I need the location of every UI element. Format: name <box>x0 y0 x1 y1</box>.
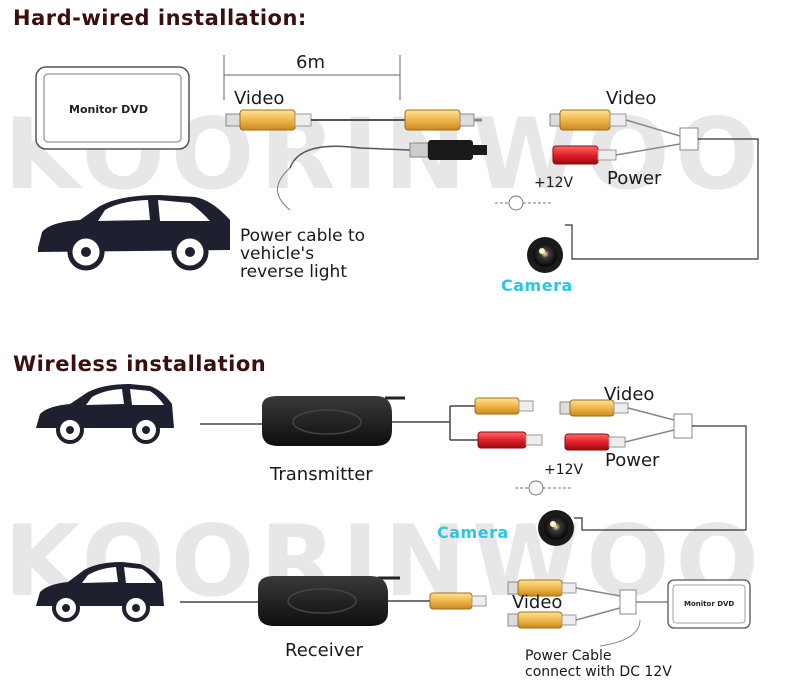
ground-symbol-wireless <box>515 480 572 496</box>
video-label-wireless-top: Video <box>604 384 655 405</box>
rca-connector-video-extension <box>404 109 482 131</box>
power-plug-black <box>289 140 487 169</box>
power-cable-note-line-3: reverse light <box>240 262 347 282</box>
camera-label-wireless: Camera <box>437 523 509 542</box>
rca-connector-video-monitor-wireless <box>507 579 621 629</box>
car-icon-top <box>38 195 230 271</box>
power-cable-note-line-1: Power cable to <box>240 226 366 246</box>
transmitter-label: Transmitter <box>270 464 373 485</box>
power-cable-dc-line-1: Power Cable <box>525 648 612 664</box>
cable-length-label: 6m <box>296 52 325 73</box>
power-connector-red <box>552 143 681 165</box>
power-label-wireless: Power <box>605 450 660 471</box>
power-cable-dc-line-2: connect with DC 12V <box>525 664 672 680</box>
cable-length-dimension <box>223 55 401 100</box>
receiver-module <box>180 576 487 626</box>
video-label-camera-side: Video <box>606 88 657 109</box>
car-icon-wireless-1 <box>36 384 174 444</box>
power-cable-note-line-2: vehicle's <box>240 244 315 264</box>
power-label-top: Power <box>607 168 662 189</box>
wireless-heading: Wireless installation <box>13 352 267 376</box>
cable-junction-top <box>679 127 699 151</box>
camera-wire-wireless <box>574 425 747 531</box>
car-icon-wireless-2 <box>36 562 164 622</box>
monitor-dvd-wireless <box>667 579 751 629</box>
monitor-dvd-label-small: Monitor DVD <box>684 600 735 608</box>
voltage-label-wireless: +12V <box>544 462 584 478</box>
power-cable-dc-wire <box>599 619 641 647</box>
cable-junction-wireless <box>673 413 693 439</box>
camera-wire-top <box>565 138 759 260</box>
transmitter-rca-video <box>450 397 534 415</box>
rca-connector-video-monitor <box>225 109 405 131</box>
camera-label-top: Camera <box>501 276 573 295</box>
monitor-dvd-top <box>35 66 190 150</box>
hardwired-heading: Hard-wired installation: <box>13 6 307 30</box>
rca-connector-video-camera <box>549 109 681 137</box>
transmitter-module <box>200 396 451 446</box>
voltage-label-top: +12V <box>534 175 574 191</box>
power-connector-red-wireless <box>564 429 675 451</box>
receiver-label: Receiver <box>285 640 363 661</box>
cable-junction-monitor <box>619 589 637 615</box>
video-label-monitor-side: Video <box>234 88 285 109</box>
rca-connector-video-camera-wireless <box>559 399 675 421</box>
camera-icon-wireless <box>538 510 574 546</box>
video-label-wireless-bottom: Video <box>512 592 563 613</box>
ground-symbol-top <box>495 195 552 211</box>
transmitter-power-red <box>450 431 543 449</box>
monitor-dvd-label: Monitor DVD <box>69 103 148 116</box>
camera-icon-top <box>527 237 563 273</box>
power-cable-wire <box>277 167 291 211</box>
